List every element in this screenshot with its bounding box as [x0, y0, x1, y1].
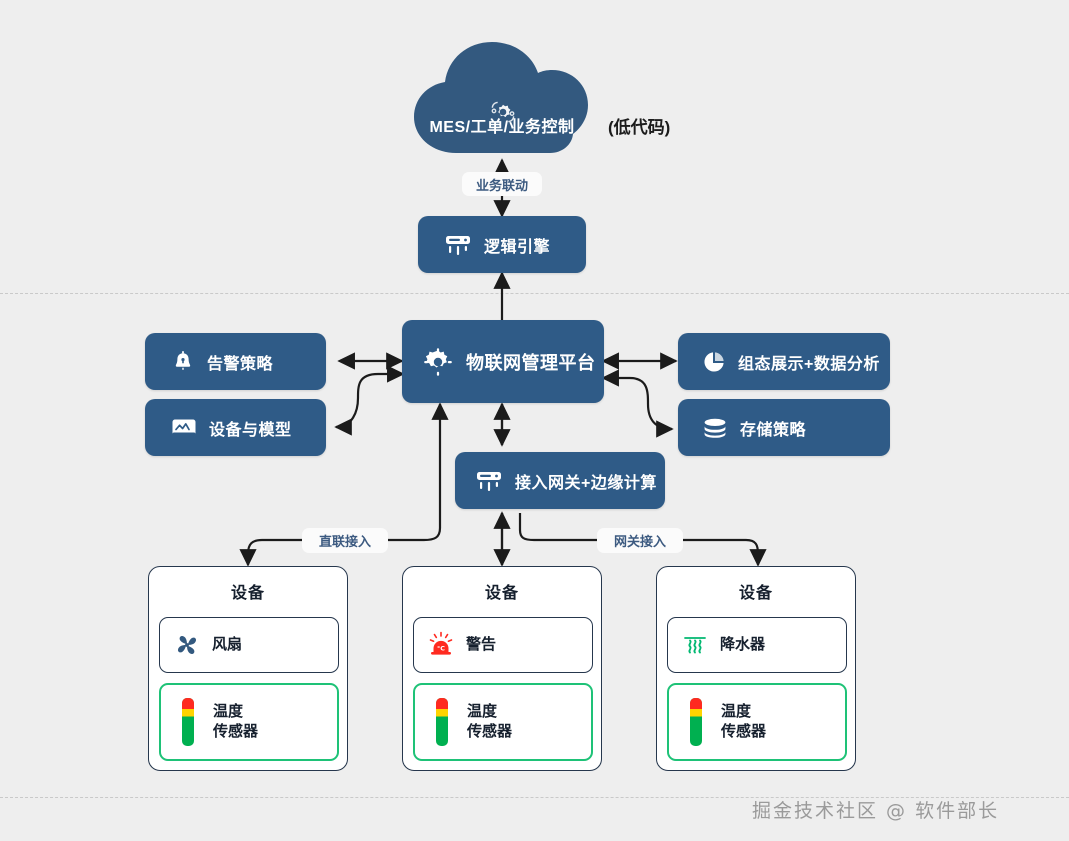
cloud-shape [414, 42, 588, 153]
device-card-title: 设备 [738, 585, 773, 602]
device-slot-sensor[interactable]: 温度 传感器 [667, 683, 847, 761]
cloud-gear-icon [491, 101, 515, 123]
device-slot-sensor-label: 温度 传感器 [467, 703, 513, 740]
node-logic-engine-label: 逻辑引擎 [484, 238, 551, 256]
device-slot-primary-label: 警告 [466, 636, 497, 653]
device-card-title: 设备 [484, 585, 519, 602]
node-storage-policy[interactable]: 存储策略 [678, 399, 890, 456]
router-icon [475, 469, 503, 493]
device-card[interactable]: 设备 风扇 [148, 566, 348, 771]
edge-label-gateway-access: 网关接入 [597, 528, 683, 553]
thermometer-icon [169, 696, 207, 748]
layer-divider-top [0, 293, 1069, 294]
node-device-model[interactable]: 设备与模型 [145, 399, 326, 456]
device-slot-sensor-label: 温度 传感器 [721, 703, 767, 740]
node-visualization[interactable]: 组态展示+数据分析 [678, 333, 890, 390]
device-card-icon [171, 417, 197, 439]
edge-label-business-link: 业务联动 [462, 172, 542, 196]
node-gateway-label: 接入网关+边缘计算 [515, 474, 657, 492]
watermark: 掘金技术社区 @ 软件部长 [752, 800, 1000, 822]
node-logic-engine[interactable]: 逻辑引擎 [418, 216, 586, 273]
node-storage-policy-label: 存储策略 [740, 421, 807, 439]
edge-label-direct-access: 直联接入 [302, 528, 388, 553]
node-platform[interactable]: 物联网管理平台 [402, 320, 604, 403]
device-slot-primary-label: 降水器 [720, 636, 766, 653]
layer-divider-bottom [0, 797, 1069, 798]
node-device-model-label: 设备与模型 [209, 421, 292, 439]
database-icon [702, 417, 728, 439]
node-alarm-policy[interactable]: 告警策略 [145, 333, 326, 390]
device-slot-sensor[interactable]: 温度 传感器 [159, 683, 339, 761]
device-card[interactable]: 设备 降水器 [656, 566, 856, 771]
thermometer-icon [677, 696, 715, 748]
device-slot-primary[interactable]: °C 警告 [413, 617, 593, 673]
device-slot-primary[interactable]: 风扇 [159, 617, 339, 673]
device-slot-sensor-label: 温度 传感器 [213, 703, 259, 740]
lowcode-note: (低代码) [608, 118, 671, 137]
thermometer-icon [423, 696, 461, 748]
cloud-node[interactable]: MES/工单/业务控制 [404, 35, 600, 160]
node-visualization-label: 组态展示+数据分析 [738, 355, 880, 373]
node-gateway[interactable]: 接入网关+边缘计算 [455, 452, 665, 509]
device-card-title: 设备 [230, 585, 265, 602]
device-slot-primary[interactable]: 降水器 [667, 617, 847, 673]
device-card[interactable]: 设备 °C 警告 [402, 566, 602, 771]
sprinkler-icon [676, 631, 714, 659]
node-platform-label: 物联网管理平台 [466, 352, 596, 373]
device-slot-primary-label: 风扇 [212, 636, 243, 653]
bell-icon [171, 350, 195, 374]
gear-icon [422, 346, 454, 378]
svg-text:°C: °C [437, 644, 445, 652]
cloud-label: MES/工单/业务控制 [429, 119, 575, 136]
alarm-siren-icon: °C [422, 631, 460, 659]
node-alarm-policy-label: 告警策略 [207, 355, 274, 373]
router-icon [444, 233, 472, 257]
pie-chart-icon [702, 350, 726, 374]
fan-icon [168, 631, 206, 659]
device-slot-sensor[interactable]: 温度 传感器 [413, 683, 593, 761]
